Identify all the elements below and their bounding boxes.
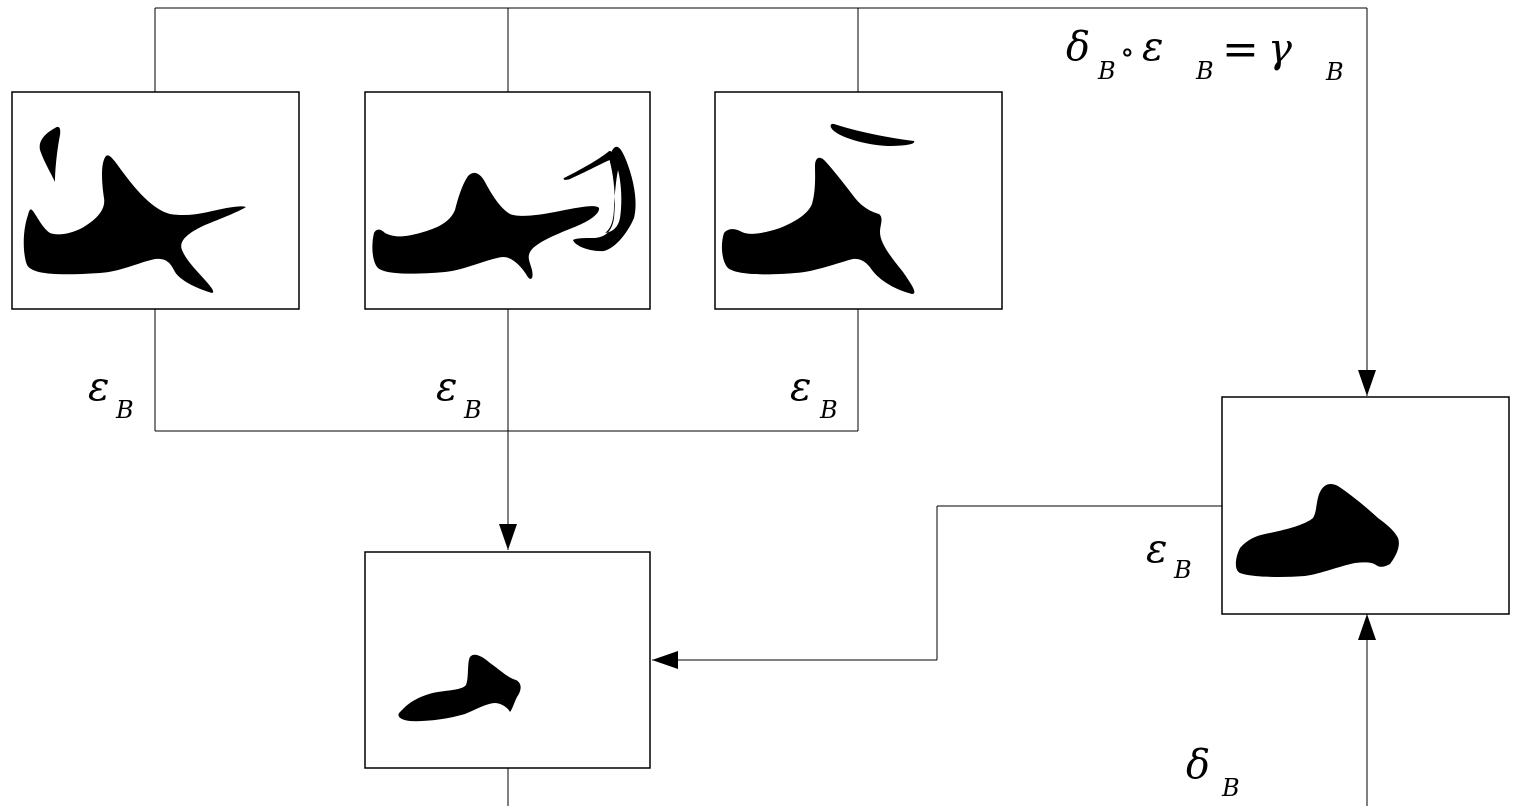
- svg-text:ε: ε: [1146, 526, 1167, 572]
- reference-box: [1221, 396, 1510, 615]
- epsilon-label-reference: ε B: [1146, 526, 1192, 584]
- composition-equation: δ B ∘ ε B = γ B: [1066, 24, 1344, 86]
- svg-text:ε: ε: [1142, 24, 1163, 70]
- down-arrowhead: [499, 524, 517, 550]
- svg-text:B: B: [463, 396, 482, 424]
- svg-text:=: =: [1222, 24, 1259, 75]
- shape-star: [23, 126, 246, 293]
- svg-text:ε: ε: [88, 364, 109, 410]
- svg-text:∘: ∘: [1120, 35, 1135, 70]
- svg-text:ε: ε: [436, 364, 457, 410]
- erosion-connector: [154, 309, 859, 550]
- svg-text:B: B: [819, 396, 838, 424]
- result-box: [364, 551, 651, 769]
- svg-text:B: B: [1097, 57, 1116, 85]
- input-box-1: [11, 91, 300, 310]
- epsilon-label-2: ε B: [436, 364, 482, 424]
- epsilon-label-3: ε B: [790, 364, 838, 424]
- reference-to-result-connector: [652, 505, 1222, 661]
- input-box-3: [714, 91, 1003, 310]
- up-arrowhead: [1358, 614, 1376, 640]
- top-arrowhead: [1358, 370, 1376, 396]
- svg-text:B: B: [115, 396, 134, 424]
- svg-text:ε: ε: [790, 364, 811, 410]
- svg-text:δ: δ: [1186, 742, 1210, 788]
- svg-text:B: B: [1325, 58, 1344, 86]
- top-connector: [154, 7, 1367, 92]
- left-arrowhead: [652, 651, 678, 669]
- shape-small-blob: [398, 654, 521, 722]
- svg-text:B: B: [1221, 774, 1240, 802]
- svg-text:B: B: [1195, 57, 1214, 85]
- svg-text:γ: γ: [1268, 26, 1292, 72]
- svg-text:δ: δ: [1066, 24, 1090, 70]
- epsilon-label-1: ε B: [88, 364, 134, 424]
- shape-foot: [1235, 484, 1399, 577]
- shape-bird: [721, 123, 915, 294]
- shape-shark-hook: [372, 146, 636, 279]
- input-box-2: [364, 91, 651, 310]
- delta-label: δ B: [1186, 742, 1240, 802]
- svg-text:B: B: [1173, 556, 1192, 584]
